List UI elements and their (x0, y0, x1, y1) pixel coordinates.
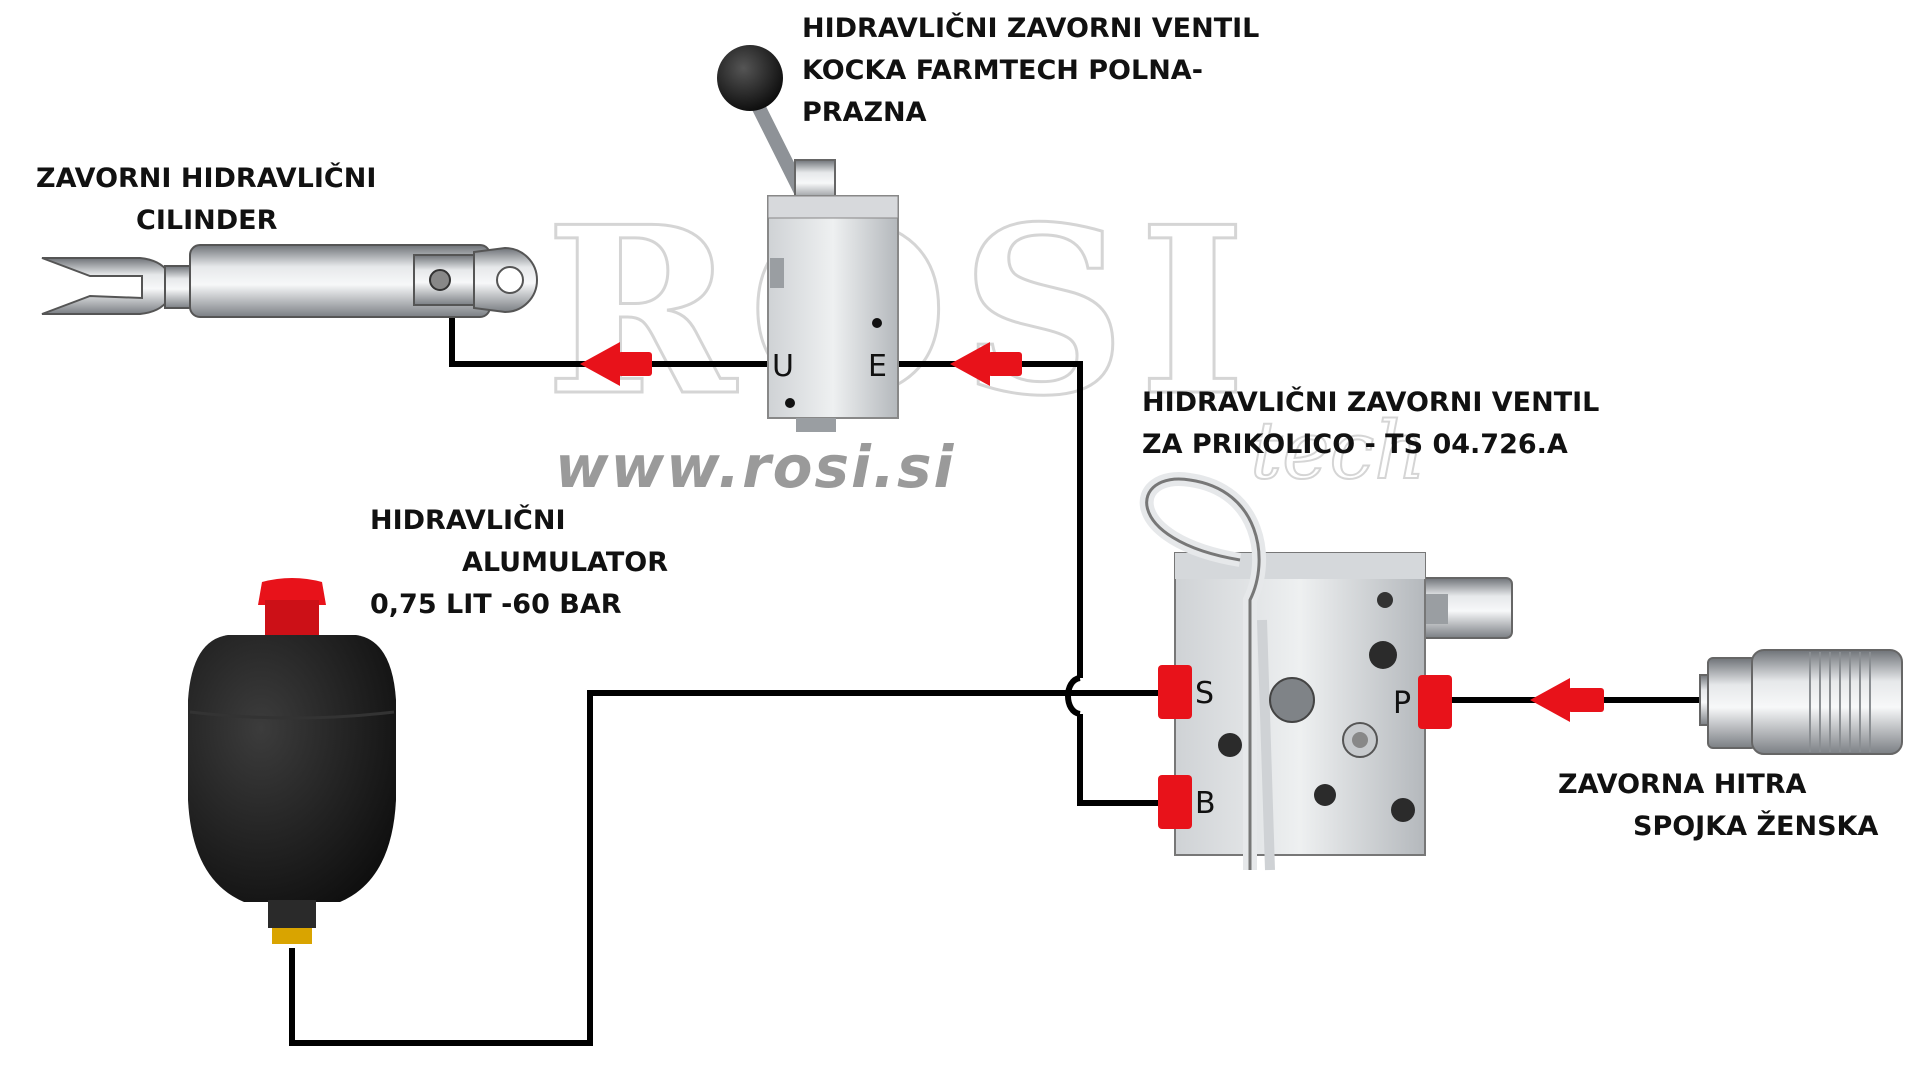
arrow-from-coupling (1530, 678, 1604, 722)
label-valve-top-line2: KOCKA FARMTECH POLNA- (802, 55, 1203, 86)
label-coupling-line1: ZAVORNA HITRA (1558, 769, 1807, 800)
arrow-to-cylinder (580, 342, 652, 386)
port-p-label: P (1393, 686, 1411, 721)
label-valve-top-line3: PRAZNA (802, 97, 927, 128)
port-s-label: S (1195, 676, 1214, 711)
label-accumulator: HIDRAVLIČNI ALUMULATOR 0,75 LIT -60 BAR (370, 500, 668, 626)
port-e-label: E (868, 349, 887, 384)
port-b-plug (1158, 775, 1192, 829)
label-cylinder: ZAVORNI HIDRAVLIČNI CILINDER (36, 158, 376, 242)
line-accumulator (289, 690, 1175, 1046)
label-trailer-valve: HIDRAVLIČNI ZAVORNI VENTIL ZA PRIKOLICO … (1142, 382, 1599, 466)
label-accumulator-line1: HIDRAVLIČNI (370, 505, 566, 536)
brake-cylinder (41, 244, 538, 318)
quick-coupling-female (1699, 649, 1903, 755)
trailer-brake-valve (1139, 472, 1513, 871)
label-cylinder-line1: ZAVORNI HIDRAVLIČNI (36, 163, 377, 194)
port-u-label: U (772, 349, 794, 384)
flow-arrows (580, 342, 1604, 722)
lever-knob (717, 45, 783, 111)
label-valve-top: HIDRAVLIČNI ZAVORNI VENTIL KOCKA FARMTEC… (802, 8, 1259, 134)
label-trailer-valve-line2: ZA PRIKOLICO - TS 04.726.A (1142, 429, 1568, 460)
port-p-plug (1418, 675, 1452, 729)
label-valve-top-line1: HIDRAVLIČNI ZAVORNI VENTIL (802, 13, 1260, 44)
hydraulic-accumulator (188, 578, 396, 944)
port-b-label: B (1195, 786, 1216, 821)
label-coupling-line2: SPOJKA ŽENSKA (1633, 811, 1879, 842)
label-cylinder-line2: CILINDER (136, 205, 278, 236)
line-cylinder-to-valve (449, 312, 770, 367)
port-s-plug (1158, 665, 1192, 719)
label-accumulator-line2: ALUMULATOR (462, 547, 669, 578)
label-coupling: ZAVORNA HITRA SPOJKA ŽENSKA (1558, 764, 1878, 848)
watermark-suffix: tech (1250, 404, 1426, 497)
valve-block-top (717, 45, 899, 432)
label-accumulator-line3: 0,75 LIT -60 BAR (370, 589, 622, 620)
label-trailer-valve-line1: HIDRAVLIČNI ZAVORNI VENTIL (1142, 387, 1600, 418)
arrow-to-valve (950, 342, 1022, 386)
watermark-url: www.rosi.si (555, 433, 955, 501)
